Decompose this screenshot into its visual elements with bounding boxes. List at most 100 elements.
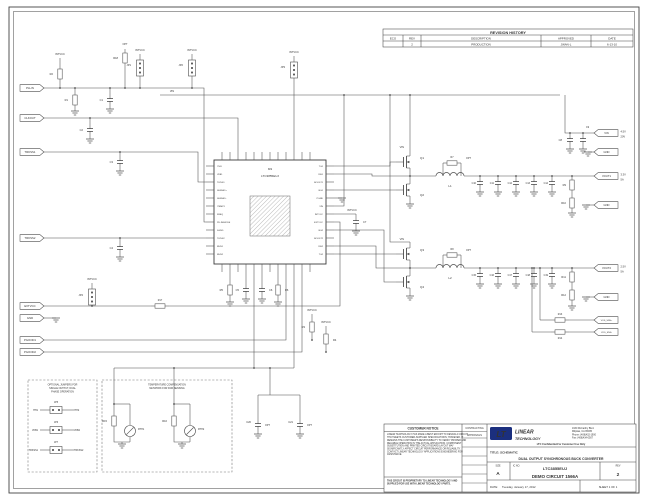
ic-pin-label: INTVCC (315, 214, 324, 216)
thermistor-arrow (186, 427, 194, 435)
component-label: INTVCC (55, 52, 65, 56)
component-label: R8 (450, 248, 454, 251)
component-label: C2 (80, 128, 84, 132)
component-label: C12 (508, 182, 513, 185)
component-label: OPT (466, 249, 471, 252)
resistor (111, 415, 117, 427)
component-label: R13 (558, 313, 563, 316)
junction-dot (173, 367, 175, 369)
rev-row-description: PRODUCTION (471, 43, 490, 47)
port-flag (19, 84, 45, 92)
wire (564, 95, 594, 134)
port-value: 20V (621, 135, 626, 139)
col-header-description: DESCRIPTION (471, 37, 491, 41)
port-label: VOUT2 (602, 266, 611, 270)
component-label: Q3 (420, 248, 424, 252)
component-label: R1 (65, 98, 69, 102)
sheet-text: SHEET 1 OF 1 (599, 485, 618, 489)
schematic-primitives (27, 49, 594, 473)
component-label: C18 (526, 274, 531, 277)
confidential-note: LTC Confidential-For Customer Use Only (537, 443, 586, 446)
ic-pin-label: BG1 (319, 190, 324, 192)
resistor (554, 329, 566, 335)
resistor (569, 179, 575, 191)
approvals-label: APPROVALS (467, 434, 482, 437)
ic-pin-label: TG1 (319, 166, 324, 168)
component-label: Q2 (420, 193, 424, 197)
drawing-frame (8, 6, 640, 494)
port-label: PLLIN (26, 86, 34, 90)
port-label: GND (27, 316, 33, 320)
junction-dot (119, 237, 121, 239)
component-label: INTVCC (187, 48, 197, 52)
resistor (554, 317, 566, 323)
jumper-pin (52, 409, 54, 411)
junction-dot (389, 94, 391, 96)
component-label: C8 (559, 138, 563, 142)
inductor (435, 264, 465, 269)
wire (173, 430, 190, 443)
component-label: R18 (113, 56, 118, 60)
junction-dot (74, 87, 76, 89)
jumper-pin (91, 291, 93, 294)
component-label: C9 (586, 126, 590, 129)
junction-dot (409, 94, 411, 96)
component-label: C5 (236, 288, 240, 292)
junction-dot (539, 267, 541, 269)
wire (169, 221, 341, 307)
frame-inner (13, 11, 635, 489)
note-line: OPTIONAL JUMPERS FOR (48, 384, 78, 387)
customer-notice-title: CUSTOMER NOTICE (407, 427, 438, 431)
port-label: VOUT1 (602, 174, 611, 178)
resistor (446, 160, 458, 166)
jumper-pin (293, 69, 295, 71)
component-label: R14 (558, 337, 563, 340)
ic-pin-label: TK/SS2 (217, 238, 225, 240)
port-value: 5A (621, 270, 624, 274)
junction-dot (124, 87, 126, 89)
wire (44, 272, 303, 353)
junction-dot (343, 94, 345, 96)
resistor (171, 415, 177, 427)
resistor (57, 68, 63, 80)
component-label: L2 (448, 276, 452, 280)
ic-pin-label: VFB1 (217, 174, 223, 176)
component-label: C21 (288, 420, 293, 424)
jumper-pin (293, 73, 295, 76)
thermistor-arrow (126, 427, 134, 435)
component-label: JP4 (79, 293, 84, 297)
jumper-pin (91, 296, 93, 298)
component-label: ITH2 (74, 409, 80, 412)
jumper-pin (52, 429, 54, 431)
jumper-header (49, 446, 63, 454)
resistor (569, 271, 575, 283)
resistor (446, 252, 458, 258)
date-label: DATE: (490, 485, 498, 489)
port-label: VOS_SNS- (601, 332, 612, 334)
component-label: VFB2 (74, 429, 81, 432)
port-flag (593, 172, 619, 180)
component-label: R9 (563, 183, 567, 187)
ic-part-number: LTC3855EUJ (261, 174, 279, 178)
company-line2: TECHNOLOGY (515, 437, 541, 441)
component-label: RTH2 (198, 428, 205, 431)
resistor (569, 289, 575, 301)
ic-pin-label: EXTVCC (314, 222, 323, 224)
port-flag (593, 328, 619, 336)
component-label: C11 (490, 182, 495, 185)
component-label: INTVCC (135, 48, 145, 52)
component-label: TRKSS2 (74, 449, 84, 452)
component-label: INTVCC (307, 308, 317, 312)
port-label: PGOOD1 (24, 338, 36, 342)
jumper-pin (191, 62, 193, 65)
junction-dot (89, 117, 91, 119)
component-label: R3 (302, 325, 306, 329)
rev-label: REV (616, 466, 621, 468)
component-label: INTVCC (289, 50, 299, 54)
wire (44, 117, 239, 152)
port-flag (19, 114, 45, 122)
wire (334, 245, 436, 269)
